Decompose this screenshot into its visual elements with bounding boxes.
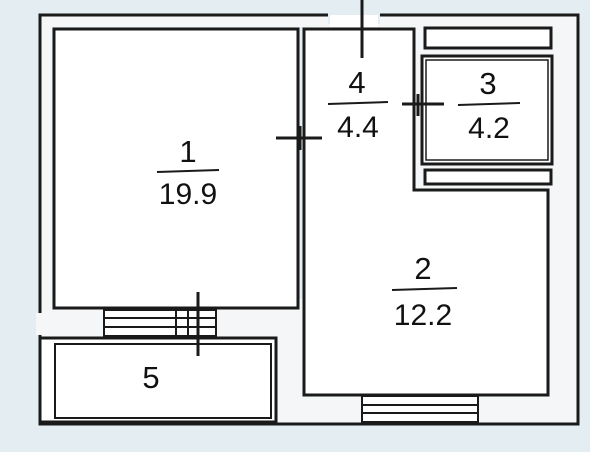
room-3-divider	[457, 102, 521, 106]
room-1	[52, 27, 300, 310]
closet-strip-top	[423, 26, 553, 50]
room-2-window	[361, 395, 479, 423]
room-1-divider	[156, 169, 220, 173]
room-2-number: 2	[414, 251, 431, 286]
room-2-divider	[391, 287, 458, 291]
room-1-area: 19.9	[159, 178, 217, 211]
room-3-area: 4.2	[468, 112, 510, 145]
room-1-number: 1	[179, 134, 196, 169]
closet-strip-bottom	[423, 168, 553, 186]
room-4-area: 4.4	[337, 111, 379, 144]
room-4-number: 4	[348, 65, 365, 100]
room-2-area: 12.2	[394, 299, 452, 332]
room-3-inner	[425, 59, 549, 161]
room-4-divider	[327, 101, 389, 105]
room-3-number: 3	[479, 66, 496, 101]
room-5	[38, 336, 278, 424]
room-5-number: 5	[142, 360, 159, 395]
room-5-inner	[54, 343, 272, 419]
room-3	[420, 54, 554, 166]
room-4-2-outline	[302, 27, 550, 397]
entrance-opening	[330, 15, 378, 27]
